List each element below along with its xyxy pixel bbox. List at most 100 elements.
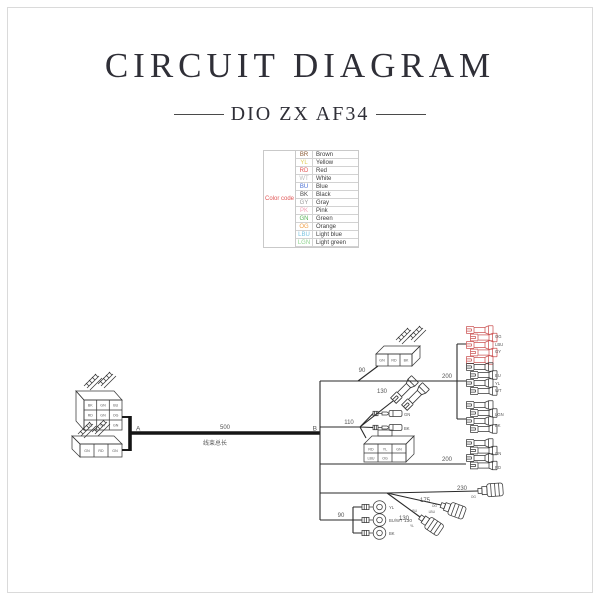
wire-color-label: LBU [495, 342, 503, 347]
cylinder-connector-130 [415, 511, 445, 537]
wire-color-label: GN [404, 412, 410, 417]
color-code-header: Color code [264, 151, 296, 247]
spade-terminal [470, 424, 498, 434]
dim-200-mid: 200 [442, 457, 453, 463]
spade-terminal [466, 453, 494, 463]
color-name: Gray [313, 199, 358, 207]
pin-label: YL [383, 448, 387, 452]
color-code-abbr: BR [296, 151, 313, 159]
pin-label: GN [112, 449, 118, 453]
pin-label: OG [113, 413, 119, 417]
branch-wire [320, 413, 374, 439]
wire-color-label: YL [410, 524, 414, 528]
connector-latch [377, 429, 393, 437]
spade-terminal [466, 416, 494, 426]
spade-terminal [470, 460, 498, 471]
dim-90-top: 90 [359, 368, 366, 374]
wire-color-label: BU/WT [389, 518, 403, 523]
pin-label: GN [100, 403, 106, 407]
subtitle: DIO ZX AF34 [0, 103, 600, 126]
dim-130-low: 130 [399, 516, 410, 522]
branch-130-spades: 130 [359, 375, 430, 428]
branch-wire [357, 365, 379, 382]
color-code-abbr: GN [296, 215, 313, 223]
color-name: Brown [313, 151, 358, 159]
pin-label: RD [98, 449, 104, 453]
wire-color-label: RD [495, 465, 501, 470]
pin-label: BK [404, 359, 409, 363]
connector-grid [84, 400, 122, 430]
color-name: Orange [313, 223, 358, 231]
wire-color-label: OG [471, 495, 477, 499]
pin-label: GN [113, 423, 119, 427]
color-code-abbr: LBU [296, 231, 313, 239]
pin-label: GN [396, 448, 402, 452]
connector-top-face [363, 435, 415, 445]
pin-label: LBU [368, 457, 375, 461]
pin-label: GN [84, 449, 90, 453]
cylinder-connector-230 [477, 482, 504, 498]
connector-side-face [75, 390, 85, 431]
dim-ring-130: 130 [404, 518, 412, 524]
branch-110: 110 GN BK [320, 410, 410, 439]
subtitle-line-right [376, 114, 427, 115]
spade-terminal [470, 370, 498, 380]
color-code-abbr: YL [296, 159, 313, 167]
spade-terminal [400, 382, 430, 412]
dim-200-top: 200 [442, 374, 453, 380]
color-code-abbr: BK [296, 191, 313, 199]
connector-3pin-top: GN RD BK 90 [357, 325, 427, 382]
branch-cylinders: 230 OG 175 OG LBU 130 BU YL [320, 482, 504, 537]
spade-terminal [470, 347, 498, 358]
subtitle-text: DIO ZX AF34 [230, 103, 370, 125]
dim-130: 130 [377, 389, 388, 395]
subtitle-line-left [173, 114, 224, 115]
pin-label: YL [88, 423, 92, 427]
color-code-abbr: OG [296, 223, 313, 231]
spade-terminal [470, 408, 498, 418]
connector-6pin: RD YL GN LBU OG [363, 429, 415, 463]
wire-bundle [83, 373, 103, 391]
dim-110: 110 [344, 420, 354, 426]
branch-wire [320, 490, 479, 518]
wire-color-label: WT [495, 388, 502, 393]
main-length-label: 500 [220, 425, 231, 431]
color-name: Pink [313, 207, 358, 215]
connector-grid [364, 444, 406, 462]
branch-rings: 90 YL BU/WT 130 BK [320, 500, 412, 540]
branch-200-mid: 200 GN RD [320, 438, 501, 471]
harness-main: A B 500 线束总长 [128, 416, 320, 451]
ring-terminal [361, 526, 387, 540]
wire-color-label: LBU [429, 510, 436, 514]
color-name: Light blue [313, 231, 358, 239]
dim-230: 230 [457, 486, 468, 492]
pin-label: OG [382, 457, 388, 461]
color-name: Green [313, 215, 358, 223]
ring-terminal [361, 500, 387, 514]
wire-color-label: YL [389, 505, 395, 510]
pin-label: RD [88, 413, 94, 417]
wire-color-label: OG [432, 504, 438, 508]
color-name: Blue [313, 183, 358, 191]
pin-label: RD [368, 448, 374, 452]
ring-terminal [361, 513, 387, 527]
color-name: Yellow [313, 159, 358, 167]
color-code-abbr: PK [296, 207, 313, 215]
pin-label: GN [379, 359, 385, 363]
wire-color-label: BU [495, 373, 501, 378]
terminal-bracket [456, 343, 466, 420]
point-b-label: B [313, 426, 317, 433]
color-code-abbr: LGN [296, 239, 313, 247]
spade-terminal [466, 400, 494, 410]
connector-side-face [411, 345, 421, 367]
color-code-abbr: WT [296, 175, 313, 183]
pin-label: GN [100, 413, 106, 417]
color-code-abbr: RD [296, 167, 313, 175]
wire-color-label: GY [495, 349, 501, 354]
bullet-terminal [372, 424, 403, 431]
branch-200-top: 200 [320, 343, 466, 420]
wire-color-label: BK [495, 423, 501, 428]
spade-terminal [466, 325, 494, 335]
wire-color-label: OG [495, 334, 502, 339]
